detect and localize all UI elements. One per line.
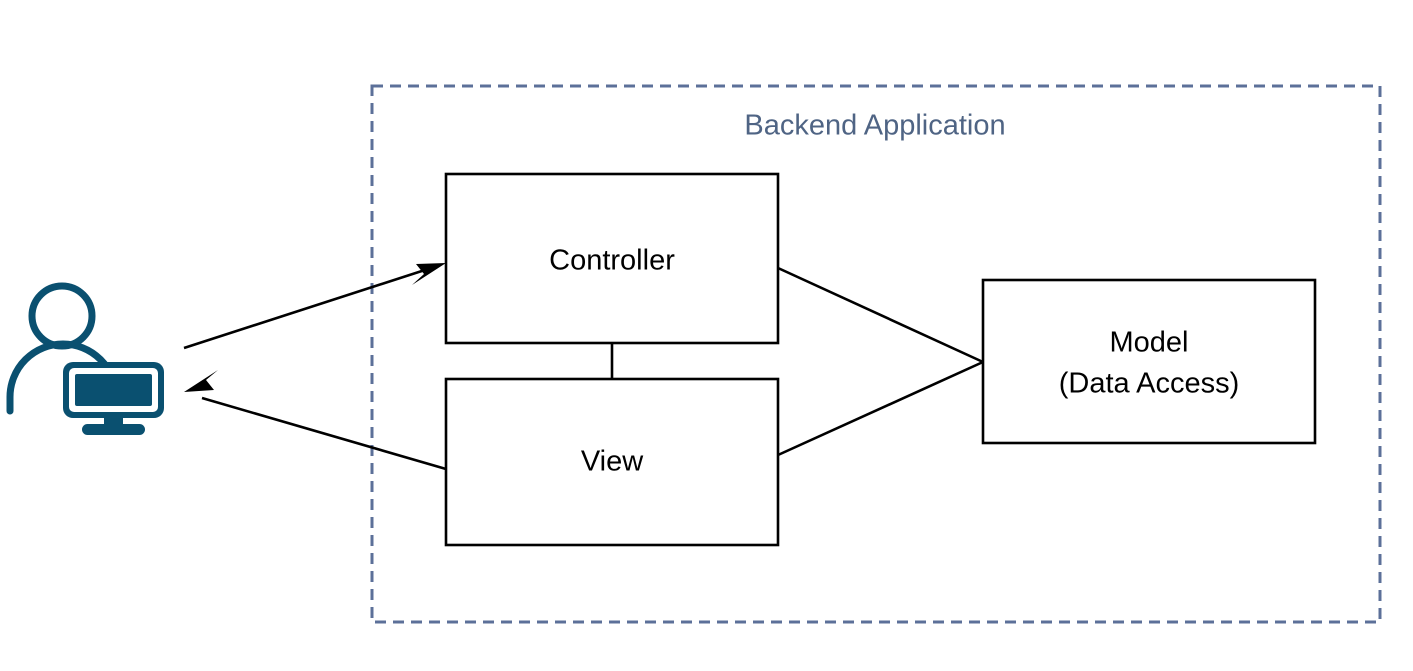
- model-label-secondary: (Data Access): [1059, 368, 1240, 400]
- edge-user-to-controller-arrowhead: [412, 263, 446, 285]
- user-head-icon: [28, 282, 96, 350]
- edge-controller-to-model: [777, 266, 984, 364]
- edge-view-to-user: [184, 370, 447, 471]
- edge-user-to-controller: [183, 263, 446, 350]
- controller-label: Controller: [549, 245, 675, 277]
- controller-node[interactable]: Controller: [444, 172, 780, 345]
- view-box[interactable]: [444, 377, 780, 547]
- model-box[interactable]: [981, 278, 1317, 445]
- user-monitor-icon: [6, 282, 164, 435]
- backend-application-title: Backend Application: [744, 110, 1005, 142]
- edge-view-to-user-arrowhead: [184, 370, 218, 392]
- model-label-primary: Model: [1110, 327, 1189, 359]
- view-node[interactable]: View: [444, 377, 780, 547]
- view-label: View: [581, 446, 644, 478]
- monitor-base-icon: [82, 424, 145, 435]
- monitor-screen-icon: [75, 374, 152, 406]
- controller-box[interactable]: [444, 172, 780, 345]
- edge-view-to-user-line: [201, 396, 447, 471]
- edge-user-to-controller-line: [183, 267, 429, 350]
- backend-application-group-frame: [370, 84, 1382, 624]
- edge-view-to-model: [777, 360, 984, 457]
- model-node[interactable]: Model (Data Access): [981, 278, 1317, 445]
